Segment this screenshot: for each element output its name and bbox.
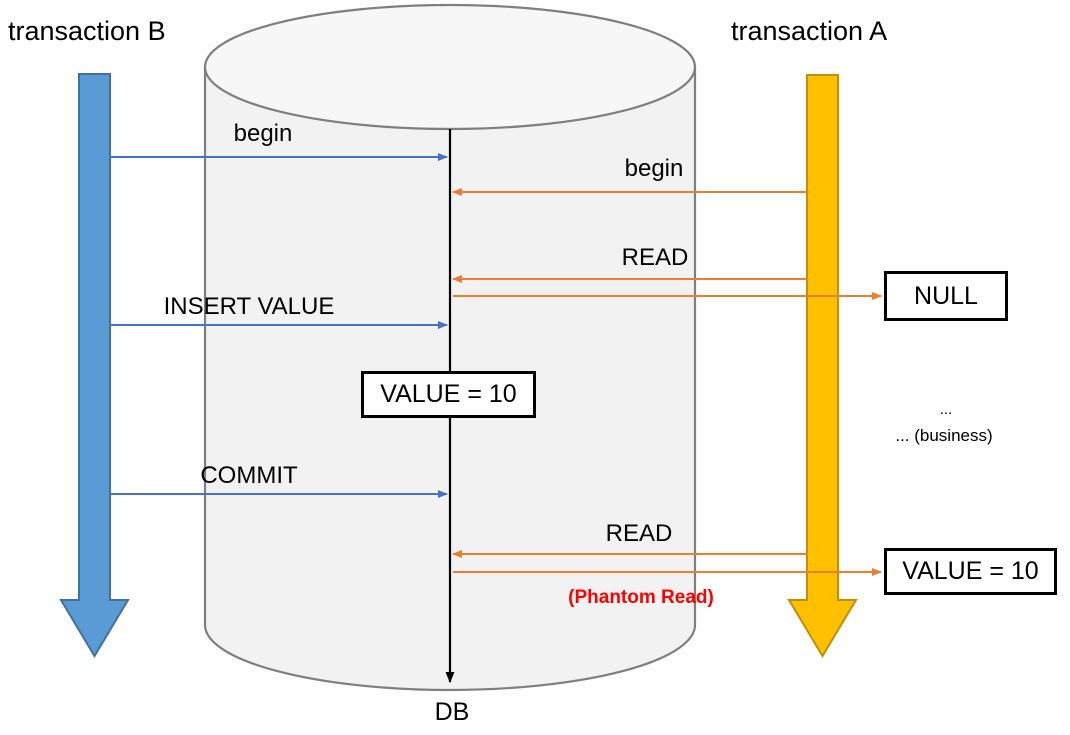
message-b-insert-label: INSERT VALUE: [163, 293, 335, 320]
db-label: DB: [434, 698, 470, 726]
message-a-read1-label: READ: [621, 244, 689, 271]
phantom-read-annotation: (Phantom Read): [568, 587, 714, 608]
read-result-null-box: NULL: [884, 271, 1008, 321]
transaction-a-title: transaction A: [731, 16, 888, 46]
transaction-b-lifeline-arrow: [59, 73, 130, 658]
read-result-value-box: VALUE = 10: [884, 548, 1057, 595]
db-state-box: VALUE = 10: [361, 371, 536, 418]
message-a-begin-label: begin: [624, 155, 684, 182]
transaction-b-title: transaction B: [8, 16, 166, 46]
message-b-begin-label: begin: [233, 120, 293, 147]
message-a-read2-label: READ: [605, 520, 673, 547]
transaction-a-lifeline-arrow: [787, 74, 858, 658]
business-label: ... (business): [895, 426, 993, 445]
message-b-commit-label: COMMIT: [200, 462, 298, 489]
business-dots-label: ...: [939, 401, 953, 418]
